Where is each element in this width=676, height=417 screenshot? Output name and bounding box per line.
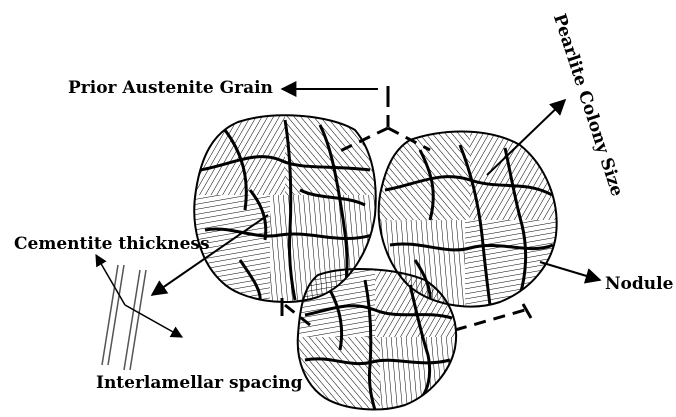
arrow-nodule [540,262,600,280]
label-interlamellar-spacing: Interlamellar spacing [96,375,303,392]
arrow-spacing-down [125,305,182,337]
label-nodule: Nodule [605,276,673,293]
arrow-spacing-up [96,255,125,305]
lamellae-schematic [102,265,146,370]
label-cementite-thickness: Cementite thickness [14,236,210,253]
label-prior-austenite-grain: Prior Austenite Grain [68,80,273,97]
